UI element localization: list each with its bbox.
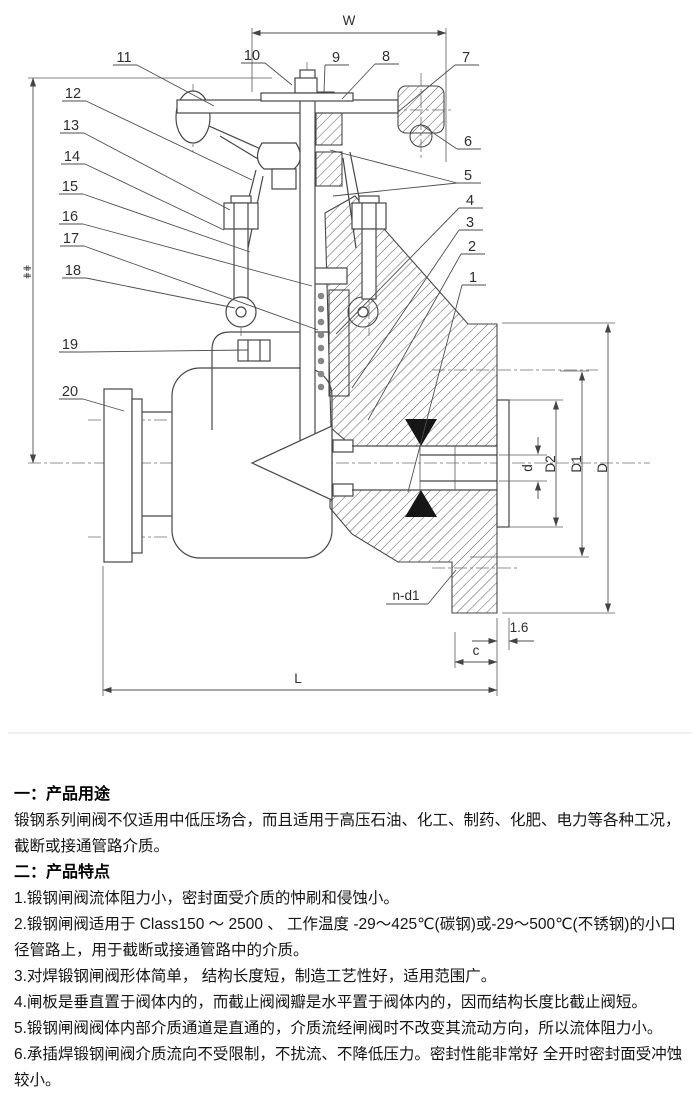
handwheel-plate [176,99,399,114]
callout-leader-6 [419,123,458,150]
handwheel-washer [260,92,354,102]
seat-ring-upper [405,419,437,446]
left-flange [103,388,133,563]
callout-9: 9 [332,50,340,66]
height-dimension-marks: ⋕⋕ [23,264,33,279]
callout-13: 13 [63,118,79,134]
feature-5: 5.锻钢闸阀阀体内部介质通道是直通的，介质流经闸阀时不改变其流动方向，所以流体阻… [14,1020,663,1037]
feature-3: 3.对焊锻钢闸阀形体简单， 结构长度短，制造工艺性好，适用范围广。 [14,968,497,985]
callout-leader-13 [83,132,231,211]
callout-leader-11 [136,64,215,107]
stem-nut-housing [256,142,302,170]
callout-leader-10 [264,62,293,86]
callout-leader-2 [367,253,462,421]
callout-4: 4 [466,193,474,209]
bonnet-outline [211,331,330,430]
bonnet-bolt-right [351,202,387,230]
stuffing-box-section [328,289,350,397]
callout-leader-14 [84,163,225,231]
raised-face [496,399,510,528]
feature-2: 2.锻钢闸阀适用于 Class150 ～ 2500 、 工作温度 -29～425… [14,916,676,959]
body-lower-section [329,489,498,614]
dim-label-n-d1: n-d1 [392,588,419,603]
uses-paragraph: 锻钢系列闸阀不仅适用中低压场合，而且适用于高压石油、化工、制药、化肥、电力等各种… [14,812,681,855]
callout-19: 19 [62,337,78,353]
callout-leader-16 [82,223,313,287]
callout-5: 5 [464,168,472,184]
callout-leader-18 [85,277,236,309]
callout-7: 7 [462,50,470,66]
dimension-lines [28,28,615,696]
section-heading-uses: 一：产品用途 [14,786,111,803]
callout-leader-12 [85,100,253,181]
gate-valve-sectional-drawing: W ⋕⋕ d D2 D1 D n-d1 1.6 c L 123456789101… [8,13,692,734]
yoke-bushing-upper [315,109,343,146]
dim-label-D: D [595,463,610,473]
callout-12: 12 [65,86,81,102]
wedge-disc [250,425,333,501]
callout-leader-19 [82,349,249,353]
callout-15: 15 [62,179,78,195]
callout-leader-15 [82,193,251,253]
callout-16: 16 [62,209,78,225]
callout-17: 17 [63,231,79,247]
dim-label-D2: D2 [543,455,558,472]
callout-leader-20 [82,398,125,412]
callout-11: 11 [116,50,131,66]
callout-leader-9 [323,64,326,93]
callout-leader-8 [341,63,376,100]
callout-3: 3 [466,215,474,231]
callout-leader-7 [397,64,456,113]
product-description: 一：产品用途 锻钢系列闸阀不仅适用中低压场合，而且适用于高压石油、化工、制药、化… [0,758,700,1094]
dimension-labels: W ⋕⋕ d D2 D1 D n-d1 1.6 c L [23,13,610,686]
dim-label-c: c [473,643,480,658]
callout-6: 6 [464,134,472,150]
callout-20: 20 [62,384,78,400]
stem-top-nut [294,77,318,94]
callout-8: 8 [382,49,390,65]
callout-14: 14 [64,149,80,165]
callout-2: 2 [468,239,476,255]
feature-1: 1.锻钢闸阀流体阻力小，密封面受介质的忡刷和侵蚀小。 [14,890,399,907]
callout-leader-5 [329,149,458,184]
callout-leader-17 [83,245,319,331]
packing-rings [317,292,325,391]
dim-label-d: d [520,464,535,472]
section-heading-features: 二：产品特点 [14,864,111,881]
handwheel-rim-bump [409,124,433,148]
valve-stem [299,69,316,443]
callout-leader-1 [407,284,463,493]
callout-18: 18 [65,263,81,279]
callout-leader-3 [351,229,460,389]
yoke-bushing-lower [315,151,343,187]
dim-label-1_6: 1.6 [510,620,529,635]
feature-6: 6.承插焊锻钢闸阀介质流向不受限制，不扰流、不降低压力。密封性能非常好 全开时密… [14,1046,683,1089]
dim-label-W: W [343,13,356,28]
valve-outline-parts [103,69,510,563]
dim-label-L: L [294,671,302,686]
dim-label-D1: D1 [569,455,584,472]
callout-leader-5 [332,182,458,197]
callout-10: 10 [244,48,260,64]
handwheel-left-rim [175,90,211,144]
feature-4: 4.闸板是垂直置于阀体内的，而截止阀阀瓣是水平置于阀体内的，因而结构长度比截止阀… [14,994,647,1011]
bonnet-bolt-left [223,202,259,230]
seat-ring-lower [405,490,437,517]
callout-1: 1 [469,270,477,286]
callout-leader-4 [335,207,460,335]
